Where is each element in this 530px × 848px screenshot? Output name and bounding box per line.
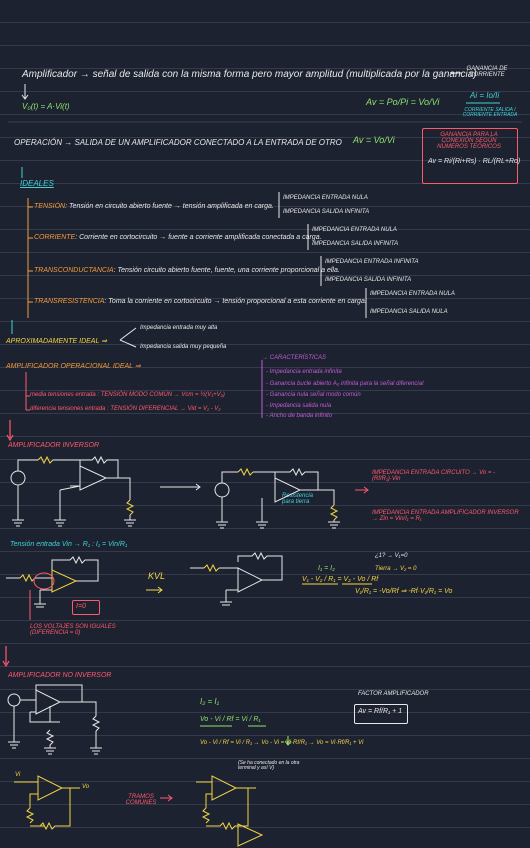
inversor-circuit-right — [214, 467, 340, 529]
arrow-right-icon — [146, 586, 163, 594]
ideal-prop: IMPEDANCIA SALIDA INFINITA — [283, 209, 370, 215]
opamp-diferencial: diferencia tensiones entrada : TENSIÓN D… — [30, 406, 221, 412]
tension-circuit — [6, 555, 99, 608]
opamp-bracket — [25, 372, 30, 411]
av-equation: Av = Po/Pi = Vo/Vi — [366, 97, 440, 107]
ideal-prop: IMPEDANCIA ENTRADA INFINITA — [325, 259, 419, 265]
inversor-tension: Tensión entrada Vin → R₁ : I₁ = Vin/R₁ — [10, 541, 128, 548]
bottom-circuit-2 — [196, 775, 264, 847]
inversor-right-note: IMPEDANCIA ENTRADA CIRCUITO → Vo = -(Rf/… — [372, 470, 496, 482]
opamp-char: - Impedancia salida nula — [266, 403, 332, 409]
ai-equation: Ai = Io/Ii — [470, 91, 500, 100]
aprox-title: APROXIMADAMENTE IDEAL ⇒ — [6, 338, 108, 345]
noinv-note: (Se ha conectado en la otra terminal y a… — [238, 760, 300, 771]
aprox-line: Impedancia salida muy pequeña — [140, 344, 227, 350]
inversor-title: AMPLIFICADOR INVERSOR — [8, 442, 100, 449]
highlight-circle — [33, 572, 55, 590]
noinv-vo-label: Vo — [82, 784, 90, 790]
inversor-i1: I₁ = I₂ — [318, 565, 335, 572]
vo-equation: V₀(t) = A·Vi(t) — [22, 102, 70, 111]
ideal-prop: IMPEDANCIA SALIDA INFINITA — [325, 277, 412, 283]
inversor-kvl: KVL — [148, 571, 166, 581]
noinv-title: AMPLIFICADOR NO INVERSOR — [8, 672, 112, 679]
noinv-tramos: TRAMOS COMUNES — [125, 794, 157, 806]
opamp-chars-title: → CARACTERÍSTICAS — [262, 355, 327, 361]
opamp-char: - Ganancia bucle abierto A₀ infinita par… — [266, 381, 424, 387]
ideal-prop: IMPEDANCIA SALIDA INFINITA — [312, 241, 399, 247]
ideal-prop: IMPEDANCIA SALIDA NULA — [370, 309, 448, 315]
aprox-line: Impedancia entrada muy alta — [140, 325, 218, 331]
inversor-voltajes: LOS VOLTAJES SON IGUALES (DIFERENCIA = 0… — [30, 624, 116, 636]
noinv-av-box — [354, 704, 408, 724]
inversor-final: V₁/R₁ = -Vo/Rf ⇒ -Rf·V₁/R₁ = Vo — [355, 588, 453, 595]
inversor-v-eq: V₁ - V₂ / R₁ = V₂ - Vo / Rf — [302, 576, 379, 583]
inversor-tierra: Tierra → V₂ = 0 — [375, 566, 417, 572]
ideal-prop: IMPEDANCIA ENTRADA NULA — [283, 195, 368, 201]
prop-brackets — [278, 192, 367, 318]
ideal-item-corriente: CORRIENTE: Corriente en cortocircuito → … — [34, 234, 322, 241]
opamp-char: - Impedancia entrada infinita — [266, 369, 342, 375]
inversor-zin-note: IMPEDANCIA ENTRADA AMPLIFICADOR INVERSOR… — [372, 510, 519, 522]
inversor-rtl-note: Resistencia para tierra — [282, 493, 314, 505]
inversor-circuit-left — [10, 455, 136, 527]
amplifier-definition: Amplificador → señal de salida con la mi… — [22, 69, 477, 80]
bracket-ticks — [28, 206, 33, 303]
ideal-item-tension: TENSIÓN: Tensión en circuito abierto fue… — [34, 203, 274, 210]
ideal-item-transconductancia: TRANSCONDUCTANCIA: Tensión circuito abie… — [34, 267, 340, 274]
noinv-circuit — [7, 684, 102, 755]
branch-arrows — [119, 327, 137, 348]
arrow-head-icon — [21, 94, 29, 100]
ideal-prop: IMPEDANCIA ENTRADA NULA — [312, 227, 397, 233]
noinv-factor: FACTOR AMPLIFICADOR — [358, 691, 429, 697]
bottom-circuit-1 — [14, 775, 80, 831]
ideales-title: IDEALES — [20, 179, 54, 188]
inversor-i0: I=0 — [76, 603, 86, 610]
opamp-char: - Ancho de banda infinito — [266, 413, 333, 419]
noinv-vi-label: Vi — [15, 772, 21, 778]
arrow-right-icon — [160, 483, 201, 491]
inversor-d-note: ¿1? → V₁=0 — [375, 553, 408, 559]
opamp-modo-comun: media tensiones entrada : TENSIÓN MODO C… — [30, 392, 225, 398]
i-zero-box — [72, 600, 100, 615]
ideal-prop: IMPEDANCIA ENTRADA NULA — [370, 291, 455, 297]
opamp-char: - Ganancia nula señal modo común — [266, 392, 361, 398]
cascade-box-title: GANANCIA PARA LA CONEXIÓN SEGÚN NÚMEROS … — [437, 132, 501, 150]
ganancia-note: GANANCIA DE CORRIENTE — [466, 66, 508, 78]
noinv-eq2: Vo - Vi / Rf = Vi / R₁ → Vo - Vi = Vi·Rf… — [200, 740, 364, 746]
noinv-i-eq: I₂ = I₁ — [200, 697, 220, 706]
corriente-note: CORRIENTE SALIDA / CORRIENTE ENTRADA — [462, 107, 518, 118]
noinv-av: Av = Rf/R₁ + 1 — [358, 708, 403, 715]
cascade-box — [422, 128, 518, 184]
arrow-down-icon — [284, 736, 292, 746]
arrow-head-icon — [6, 434, 14, 442]
arrow-right-icon — [355, 486, 369, 494]
cascade-av: Av = Vo/Vi — [353, 135, 395, 145]
opamp-title: AMPLIFICADOR OPERACIONAL IDEAL ⇒ — [6, 363, 141, 370]
arrow-head-icon — [2, 660, 10, 668]
cascade-text: OPERACIÓN → SALIDA DE UN AMPLIFICADOR CO… — [14, 138, 342, 147]
cascade-box-eq: Av = Ri/(Ri+Rs) · RL/(RL+Ro) — [428, 158, 521, 165]
ideal-item-transresistencia: TRANSRESISTENCIA: Toma la corriente en c… — [34, 298, 367, 305]
tension-circuit-2 — [190, 551, 283, 606]
arrow-right-icon — [160, 794, 173, 802]
noinv-eq1: Vo - Vi / Rf = Vi / R₁ — [200, 716, 261, 723]
